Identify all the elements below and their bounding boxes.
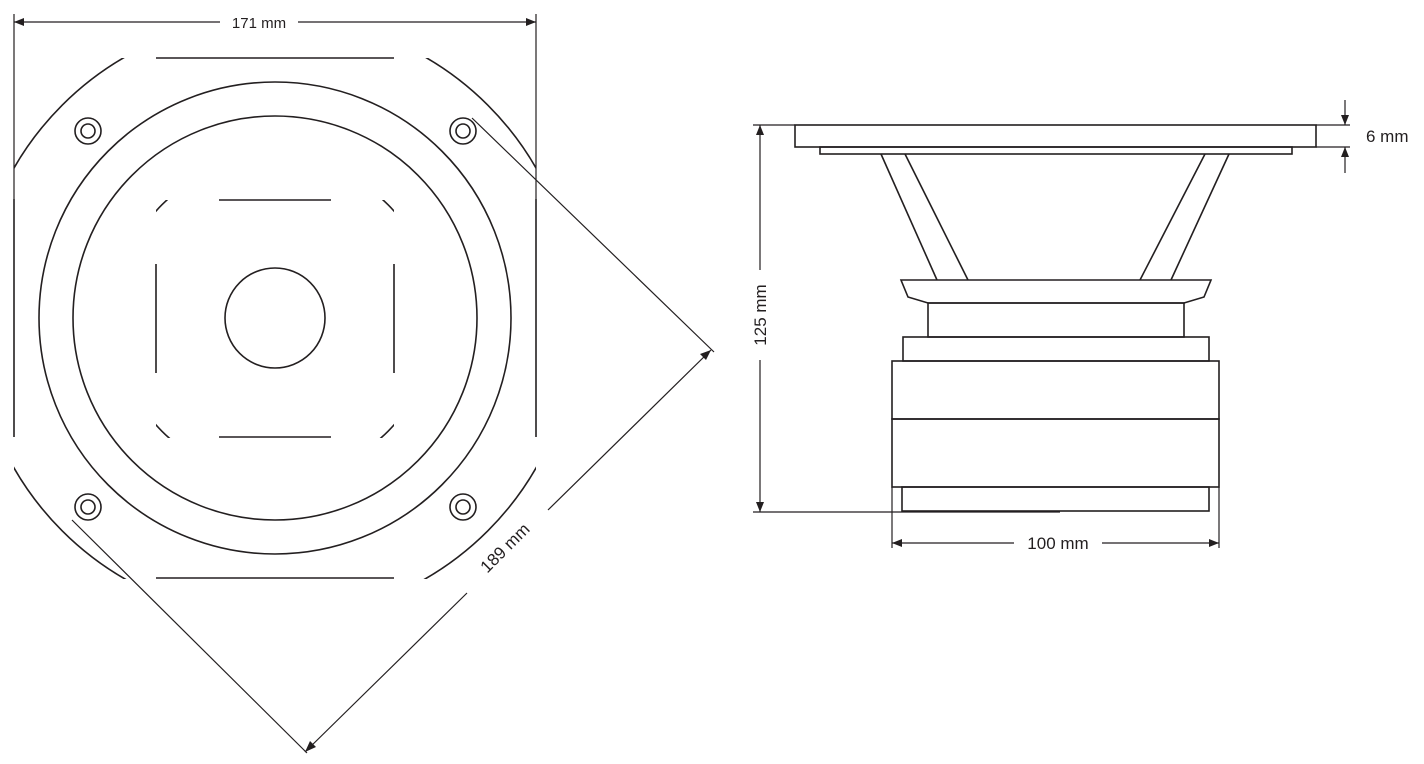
top-plate xyxy=(927,302,1185,338)
surround-outer-ring xyxy=(38,81,512,555)
dimension-label-flange: 6 mm xyxy=(1366,127,1409,146)
dimension-diagonal: 189 mm xyxy=(71,117,715,754)
mounting-hole-bottom-left xyxy=(74,493,102,521)
mounting-hole-top-left xyxy=(74,117,102,145)
surround-inner-ring xyxy=(72,115,478,521)
front-view xyxy=(13,57,537,579)
dimension-magnet-diameter: 100 mm xyxy=(891,487,1220,553)
flange-plate xyxy=(794,124,1317,148)
dust-cap xyxy=(224,267,326,369)
magnet-lower xyxy=(891,418,1220,488)
pole-ring xyxy=(902,336,1210,362)
basket-legs xyxy=(880,153,1230,281)
basket-ring xyxy=(899,279,1213,304)
side-view xyxy=(794,124,1317,512)
dimension-depth-overall: 125 mm xyxy=(751,124,1060,513)
dimension-flange-thickness: 6 mm xyxy=(1316,100,1409,173)
outer-frame xyxy=(13,57,537,579)
magnet-upper xyxy=(891,360,1220,420)
dimension-label-depth: 125 mm xyxy=(751,284,770,345)
dimension-label-magnet: 100 mm xyxy=(1027,534,1088,553)
dimension-width-overall: 171 mm xyxy=(13,14,537,199)
back-plate xyxy=(901,486,1210,512)
mounting-hole-bottom-right xyxy=(449,493,477,521)
gasket xyxy=(819,146,1293,155)
dimension-label-width: 171 mm xyxy=(232,15,286,32)
dimension-label-diagonal: 189 mm xyxy=(477,520,534,577)
cone-shape xyxy=(155,199,395,438)
mounting-hole-top-right xyxy=(449,117,477,145)
